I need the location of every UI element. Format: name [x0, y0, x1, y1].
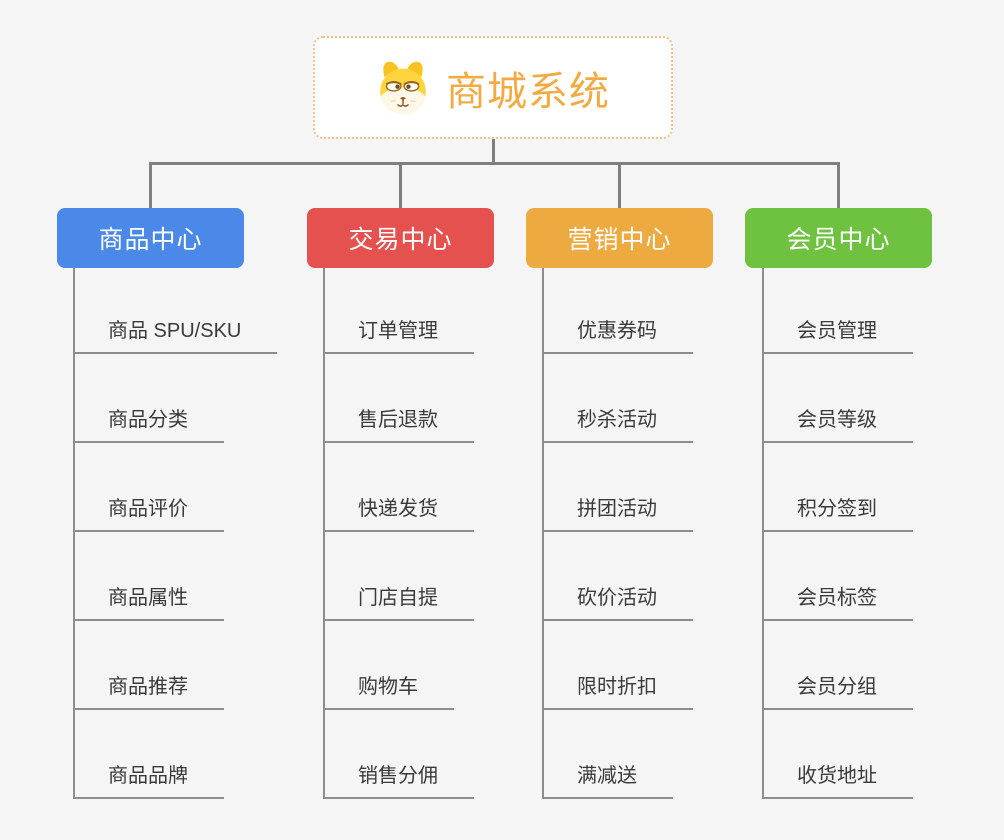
leaf-node[interactable]: 商品评价 [75, 443, 277, 532]
leaf-node[interactable]: 优惠券码 [544, 268, 693, 354]
leaf-label: 拼团活动 [544, 492, 693, 532]
leaf-label: 积分签到 [764, 492, 913, 532]
leaf-node[interactable]: 商品推荐 [75, 621, 277, 710]
leaf-node[interactable]: 订单管理 [325, 268, 474, 354]
leaf-label: 商品 SPU/SKU [75, 314, 278, 354]
leaf-node[interactable]: 会员分组 [764, 621, 913, 710]
leaf-label: 订单管理 [325, 314, 474, 354]
leaf-node[interactable]: 会员标签 [764, 532, 913, 621]
leaf-node[interactable]: 收货地址 [764, 710, 913, 799]
leaf-label: 商品属性 [75, 581, 224, 621]
leaf-label: 会员标签 [764, 581, 913, 621]
branch-header-product-center[interactable]: 商品中心 [57, 208, 244, 268]
connector-bus [149, 162, 840, 165]
branch-column-product: 商品 SPU/SKU 商品分类 商品评价 商品属性 商品推荐 商品品牌 [73, 268, 278, 799]
leaf-node[interactable]: 购物车 [325, 621, 474, 710]
leaf-node[interactable]: 限时折扣 [544, 621, 693, 710]
leaf-node[interactable]: 满减送 [544, 710, 693, 799]
leaf-label: 购物车 [325, 670, 454, 710]
leaf-node[interactable]: 售后退款 [325, 354, 474, 443]
leaf-node[interactable]: 销售分佣 [325, 710, 474, 799]
leaf-node[interactable]: 秒杀活动 [544, 354, 693, 443]
leaf-node[interactable]: 砍价活动 [544, 532, 693, 621]
leaf-label: 砍价活动 [544, 581, 693, 621]
leaf-label: 门店自提 [325, 581, 474, 621]
leaf-label: 会员管理 [764, 314, 913, 354]
branch-column-member: 会员管理 会员等级 积分签到 会员标签 会员分组 收货地址 [762, 268, 913, 799]
leaf-node[interactable]: 商品品牌 [75, 710, 277, 799]
leaf-label: 商品分类 [75, 403, 224, 443]
branch-header-marketing-center[interactable]: 营销中心 [526, 208, 713, 268]
root-title: 商城系统 [446, 69, 610, 114]
leaf-node[interactable]: 商品分类 [75, 354, 277, 443]
connector-root-trunk [492, 139, 495, 165]
leaf-node[interactable]: 商品 SPU/SKU [75, 268, 278, 354]
connector-drop-2 [399, 162, 402, 208]
leaf-label: 优惠券码 [544, 314, 693, 354]
branch-header-trade-center[interactable]: 交易中心 [307, 208, 494, 268]
leaf-label: 销售分佣 [325, 759, 474, 799]
dog-face-icon [380, 61, 426, 114]
leaf-label: 满减送 [544, 759, 673, 799]
leaf-label: 秒杀活动 [544, 403, 693, 443]
leaf-node[interactable]: 拼团活动 [544, 443, 693, 532]
leaf-node[interactable]: 快递发货 [325, 443, 474, 532]
branch-column-trade: 订单管理 售后退款 快递发货 门店自提 购物车 销售分佣 [323, 268, 474, 799]
leaf-label: 会员等级 [764, 403, 913, 443]
leaf-label: 商品推荐 [75, 670, 224, 710]
leaf-label: 限时折扣 [544, 670, 693, 710]
branch-column-marketing: 优惠券码 秒杀活动 拼团活动 砍价活动 限时折扣 满减送 [542, 268, 693, 799]
leaf-label: 商品品牌 [75, 759, 224, 799]
leaf-label: 快递发货 [325, 492, 474, 532]
leaf-node[interactable]: 门店自提 [325, 532, 474, 621]
leaf-label: 售后退款 [325, 403, 474, 443]
connector-drop-3 [618, 162, 621, 208]
leaf-node[interactable]: 会员等级 [764, 354, 913, 443]
leaf-label: 商品评价 [75, 492, 224, 532]
connector-drop-4 [837, 162, 840, 208]
leaf-node[interactable]: 积分签到 [764, 443, 913, 532]
leaf-node[interactable]: 会员管理 [764, 268, 913, 354]
leaf-label: 收货地址 [764, 759, 913, 799]
leaf-label: 会员分组 [764, 670, 913, 710]
leaf-node[interactable]: 商品属性 [75, 532, 277, 621]
branch-header-member-center[interactable]: 会员中心 [745, 208, 932, 268]
connector-drop-1 [149, 162, 152, 208]
root-node[interactable]: 商城系统 [313, 36, 673, 139]
